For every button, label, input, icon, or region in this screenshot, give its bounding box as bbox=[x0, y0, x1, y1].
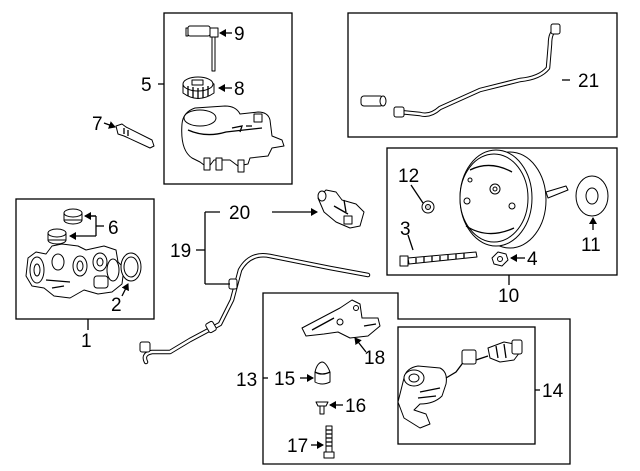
callout-20: 20 bbox=[229, 203, 250, 224]
group-box-master-cylinder bbox=[15, 198, 155, 320]
bracket-grommet[interactable] bbox=[314, 361, 331, 385]
callout-18: 18 bbox=[364, 348, 385, 369]
bracket-bolt[interactable] bbox=[315, 401, 329, 415]
leader-3 bbox=[407, 234, 414, 251]
grommet-upper[interactable] bbox=[63, 208, 83, 225]
group-box-pump-assembly bbox=[397, 326, 536, 445]
booster-gasket[interactable] bbox=[575, 175, 609, 217]
callout-1: 1 bbox=[81, 331, 92, 352]
callout-14: 14 bbox=[542, 381, 564, 402]
callout-19: 19 bbox=[170, 241, 191, 262]
group-box-brake-line bbox=[347, 12, 618, 138]
master-cylinder[interactable] bbox=[25, 243, 125, 299]
leader-7 bbox=[103, 121, 116, 129]
brake-booster[interactable] bbox=[459, 149, 569, 249]
callout-9: 9 bbox=[234, 24, 245, 45]
seal-ring[interactable] bbox=[120, 252, 142, 282]
vacuum-pump[interactable] bbox=[397, 365, 447, 429]
callout-10: 10 bbox=[498, 286, 519, 307]
callout-13: 13 bbox=[236, 370, 257, 391]
brake-line-rear[interactable] bbox=[393, 23, 561, 118]
callout-7: 7 bbox=[92, 114, 103, 135]
leader-2 bbox=[121, 283, 129, 297]
reservoir-cap[interactable] bbox=[182, 76, 215, 99]
group-box-reservoir bbox=[163, 12, 293, 185]
leader-19-bracket bbox=[204, 211, 230, 285]
callout-2: 2 bbox=[111, 295, 122, 316]
callout-12: 12 bbox=[398, 166, 419, 187]
leader-18 bbox=[354, 337, 367, 353]
callout-11: 11 bbox=[581, 235, 601, 256]
line-sleeve[interactable] bbox=[360, 95, 387, 107]
callout-21: 21 bbox=[578, 71, 599, 92]
callout-17: 17 bbox=[287, 436, 308, 457]
callout-5: 5 bbox=[141, 75, 152, 96]
brake-fluid-reservoir[interactable] bbox=[181, 105, 285, 173]
pump-bracket[interactable] bbox=[301, 299, 381, 339]
level-sensor[interactable] bbox=[185, 25, 219, 72]
callout-6: 6 bbox=[108, 218, 119, 239]
check-valve[interactable] bbox=[317, 189, 365, 229]
booster-nut[interactable] bbox=[491, 251, 509, 267]
group-box-vacuum-pump bbox=[262, 292, 571, 465]
callout-16: 16 bbox=[345, 396, 366, 417]
vacuum-hose[interactable] bbox=[139, 253, 371, 365]
pump-wiring-harness[interactable] bbox=[445, 349, 489, 379]
pump-bolt[interactable] bbox=[323, 425, 335, 459]
group-box-booster bbox=[386, 147, 618, 276]
callout-15: 15 bbox=[274, 369, 295, 390]
reservoir-pin[interactable] bbox=[115, 123, 155, 149]
callout-4: 4 bbox=[527, 249, 538, 270]
leader-12 bbox=[410, 184, 424, 204]
booster-seal[interactable] bbox=[421, 200, 435, 214]
callout-8: 8 bbox=[234, 79, 245, 100]
callout-3: 3 bbox=[400, 219, 411, 240]
booster-stud[interactable] bbox=[399, 251, 478, 267]
grommet-lower[interactable] bbox=[47, 228, 67, 245]
pump-connector[interactable] bbox=[487, 339, 523, 363]
